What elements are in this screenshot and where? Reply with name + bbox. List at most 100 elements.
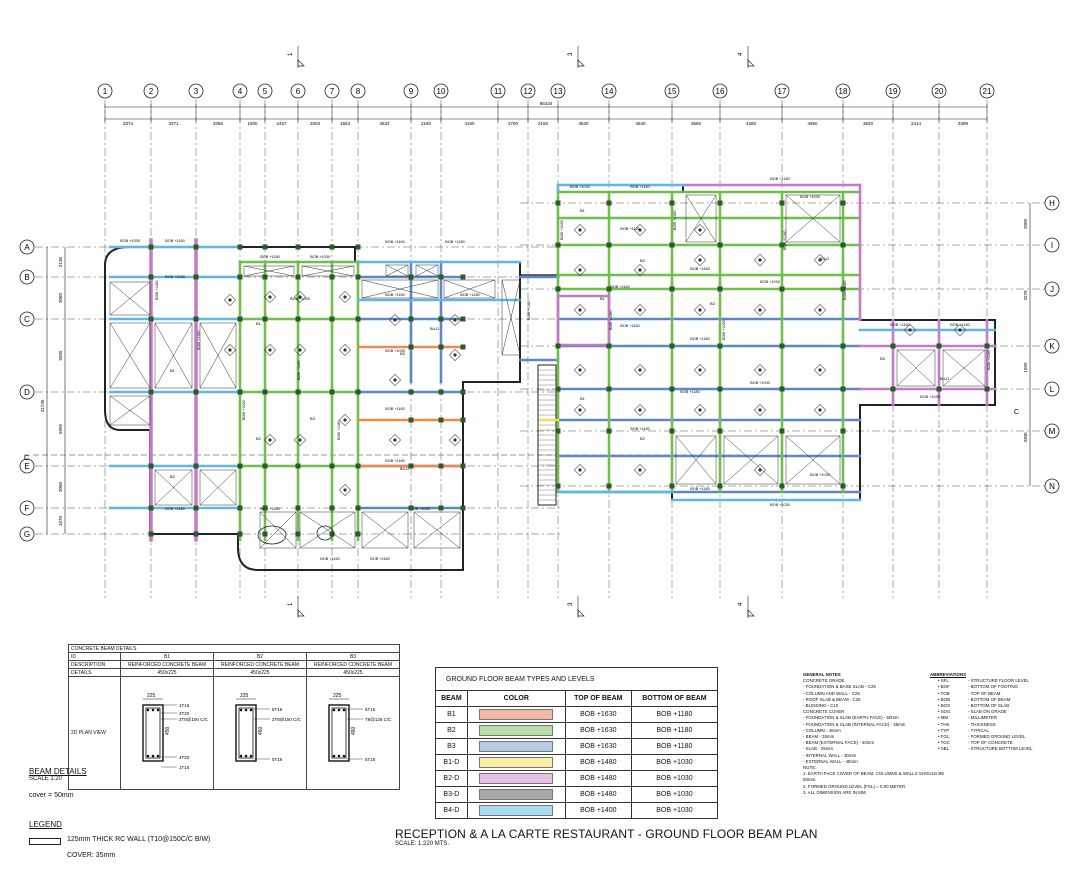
slab-diagonal [413,511,461,549]
beam-level-label: BOB +1180 [950,323,969,327]
structural-column [295,531,301,537]
beam-level-label: BOB +1030 [722,320,726,340]
legend-cover-text: COVER: 35mm [67,852,116,859]
slab-diagonal [243,265,295,277]
section-arrow [297,59,305,67]
beam-details-title: BEAM DETAILS [29,767,87,776]
abbreviation-meaning: - BOTTOM OF SLAB [968,703,1010,709]
footing-center [758,308,762,312]
beam-id-label: B2 [640,258,646,263]
column-layer [148,200,990,537]
structural-column [438,316,444,322]
footing-symbol [573,463,587,477]
grid-label-column: 7 [330,87,335,96]
footing-symbol [338,290,352,304]
grid-bubble-row [19,311,35,327]
structural-column [555,200,561,206]
beam-color [466,706,566,723]
slab-diagonal [199,469,237,506]
building-outline-east [557,184,996,501]
beam-color-swatch [479,725,554,736]
structural-column [408,389,414,395]
beam-id: B2 [435,722,468,739]
beam-color-swatch [479,789,554,800]
footing-center [268,438,272,442]
grid-bubble-column [712,83,728,99]
structural-column [193,463,199,469]
grid-label-column: 14 [605,87,614,96]
footing-center [393,318,397,322]
structural-column [237,244,243,250]
structural-column [555,286,561,292]
general-note-line: - ROOF SLAB & BEAM - C25 [803,696,861,702]
footing-symbol [293,290,307,304]
grid-label-column: 11 [494,87,503,96]
details-size-label: DETAILS [68,668,121,677]
grid-label-row: G [24,530,30,539]
structural-column [779,200,785,206]
footing-symbol [448,348,462,362]
structural-column [329,244,335,250]
beam-color [466,738,566,755]
dimension-text: 4280 [746,121,757,126]
footing-center [298,438,302,442]
structural-column [329,505,335,511]
beam-id-label: B2 [170,474,176,479]
concrete-beam-details-table: CONCRETE BEAM DETAILS ID B1 B2 B3 DESCRI… [68,644,400,790]
building-layer [104,184,996,571]
rebar-label: 2T8@150 C/C [272,717,302,722]
slab-panel [896,349,936,387]
section-marker-label: 4 [738,602,744,606]
general-note-line: - BEAM - 35mm [803,734,835,740]
structural-column [890,343,896,349]
link-corridor [519,274,559,361]
details-size: 450x225 [120,668,214,677]
rebar-dot [244,708,248,712]
abbreviations-list: • SFL- STRUCTURE FLOOR LEVEL• BOF- BOTTO… [930,678,1055,752]
grid-bubble-row [19,458,35,474]
footing-symbol [693,253,707,267]
footing-center [698,258,702,262]
header-color: COLOR [466,690,566,707]
grid-bubble-column [143,83,159,99]
slab-diagonal [154,469,193,506]
section-marker-label: 1 [288,52,294,56]
structural-column [779,286,785,292]
footing-symbol [573,263,587,277]
structural-column [717,483,723,489]
slab-panel [443,279,496,299]
beam-level-label: BOB +1160 [385,240,404,244]
general-note-line: 3. ALL DIMENSION ARE IN MM. [803,789,867,795]
structural-column [408,417,414,423]
structural-column [984,386,990,392]
slab-panel [501,279,521,356]
abbreviation-item: • TYP- TYPICAL [930,728,1055,734]
slab-diagonal [154,322,193,389]
beam-level-label: BOB +1180 [197,331,201,350]
beam-level-label: BOB +1180 [770,177,789,181]
footing-center [393,438,397,442]
grid-label-column: 5 [263,87,268,96]
structural-column [984,343,990,349]
footing-center [818,408,822,412]
grid-label-column: 3 [194,87,199,96]
structural-column [438,274,444,280]
rebar-dot [146,754,150,758]
grid-label-column: 16 [716,87,725,96]
structural-column [237,274,243,280]
structural-column [606,386,612,392]
grid-label-column: 20 [935,87,944,96]
footing-center [343,488,347,492]
footing-symbol [293,433,307,447]
dimension-text: 3060 [58,292,63,303]
footing-center [698,308,702,312]
footing-center [578,468,582,472]
structural-column [237,463,243,469]
dimension-text: 5505 [58,350,63,361]
beam-level-label: BOB +1030 [800,195,820,199]
grid-label-column: 15 [668,87,677,96]
